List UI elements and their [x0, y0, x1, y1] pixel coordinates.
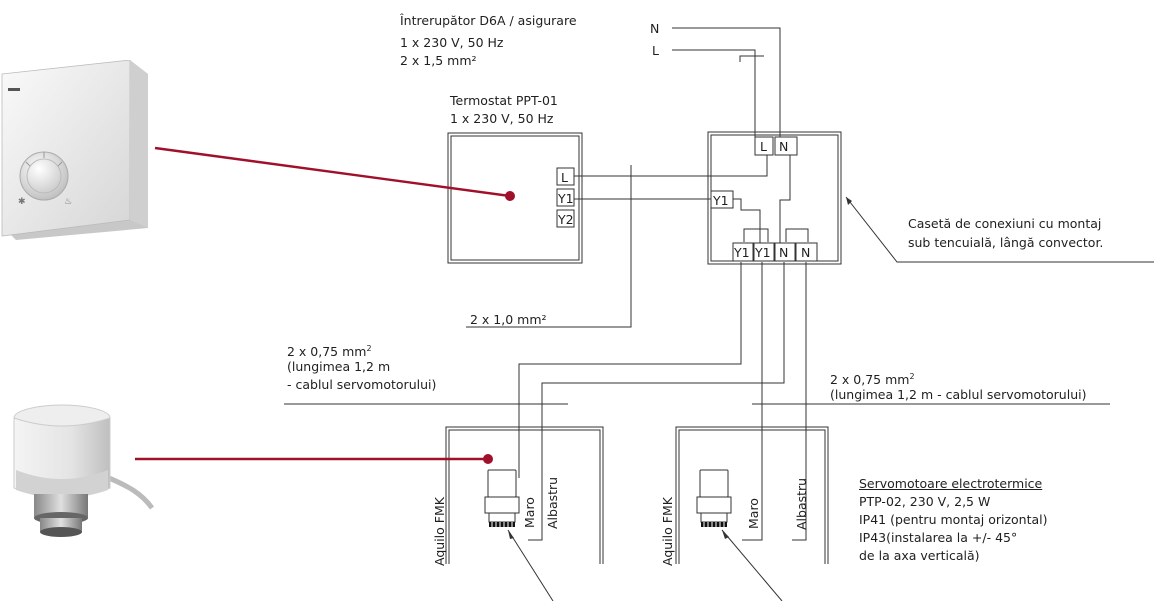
pointer-thermostat-dot [505, 191, 515, 201]
svg-text:♨: ♨ [64, 197, 72, 207]
pointer-thermostat [154, 146, 511, 198]
junction-box [707, 131, 842, 265]
servo-left [487, 469, 517, 498]
wire-n-supply [672, 27, 781, 138]
cable-left-line1: 2 x 0,75 mm2 [287, 344, 372, 360]
thermostat-photo: ✱ ♨ [1, 60, 148, 240]
junction-terminal-l: L [760, 139, 767, 154]
thermostat-spec: 1 x 230 V, 50 Hz [450, 111, 554, 126]
servo-spec-line1: PTP-02, 230 V, 2,5 W [859, 494, 991, 509]
wire-l-supply [672, 49, 756, 138]
thermostat-terminal-y2: Y2 [558, 212, 574, 227]
servo-photo [13, 404, 154, 537]
thermostat-terminal-l: L [561, 170, 568, 185]
unit-left-wire-blue: Albastru [545, 476, 560, 529]
unit-right-name: Aquilo FMK [660, 497, 675, 566]
supply-l-label: L [652, 43, 659, 58]
unit-left-frame [445, 426, 604, 564]
wire-l-thermostat [574, 155, 768, 177]
junction-terminal-n-a: N [779, 245, 789, 260]
svg-text:✱: ✱ [18, 197, 26, 207]
junction-caption-line2: sub tencuială, lângă convector. [908, 235, 1104, 250]
junction-terminal-n-b: N [801, 245, 811, 260]
servo-spec-line2: IP41 (pentru montaj orizontal) [859, 512, 1048, 527]
wire-y1-left [518, 262, 742, 478]
thermostat-title: Termostat PPT-01 [450, 93, 558, 108]
cable-thermostat-label: 2 x 1,0 mm² [470, 312, 547, 327]
switch-label-line2: 1 x 230 V, 50 Hz [400, 35, 504, 50]
pointer-servo-dot [483, 454, 493, 464]
junction-terminal-y1-b: Y1 [755, 245, 771, 260]
servo-spec-title: Servomotoare electrotermice [859, 476, 1043, 491]
junction-terminal-n: N [779, 139, 789, 154]
unit-left-name: Aquilo FMK [432, 497, 447, 566]
switch-label-line1: Întrerupător D6A / asigurare [400, 13, 577, 28]
supply-n-label: N [650, 21, 660, 36]
switch-label-line3: 2 x 1,5 mm² [400, 53, 477, 68]
servo-right [699, 469, 729, 498]
wire-n-right [792, 262, 807, 541]
wire-y1-right [742, 262, 763, 541]
junction-terminal-y1-mid: Y1 [713, 193, 729, 208]
thermostat-terminal-y1: Y1 [558, 191, 574, 206]
unit-right-wire-brown: Maro [746, 498, 761, 529]
cable-right-line1: 2 x 0,75 mm2 [830, 372, 915, 388]
wire-n-left [528, 262, 785, 541]
unit-right-frame [675, 426, 829, 564]
cable-left-line2: (lungimea 1,2 m [287, 359, 391, 374]
unit-right-wire-blue: Albastru [794, 477, 809, 530]
junction-caption-line1: Casetă de conexiuni cu montaj [908, 216, 1102, 231]
servo-spec-line3: IP43(instalarea la +/- 45° [859, 530, 1018, 545]
unit-left-wire-brown: Maro [522, 497, 537, 528]
cable-right-line2: (lungimea 1,2 m - cablul servomotorului) [830, 387, 1087, 402]
servo-spec-line4: de la axa verticală) [859, 548, 980, 563]
thermostat-box [447, 132, 583, 264]
cable-thermostat-leader [466, 165, 632, 328]
cable-left-line3: - cablul servomotorului) [287, 377, 437, 392]
junction-terminal-y1-a: Y1 [734, 245, 750, 260]
junction-caption-leader [845, 196, 1154, 263]
